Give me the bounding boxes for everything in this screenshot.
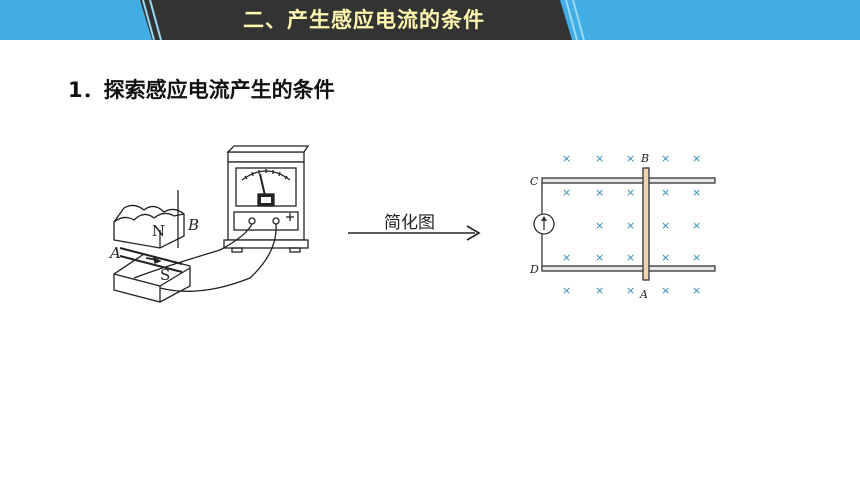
magnet-north [113, 204, 185, 249]
field-mark: × [626, 186, 635, 199]
field-mark: × [626, 284, 635, 297]
field-mark: × [595, 186, 604, 199]
field-mark: × [626, 219, 635, 232]
field-mark: × [626, 152, 635, 165]
meter-arrow [541, 216, 547, 221]
field-mark: × [661, 284, 670, 297]
heading-number: 1． [68, 78, 104, 102]
field-mark: × [661, 152, 670, 165]
label-b: B [187, 216, 199, 234]
field-mark: × [692, 219, 701, 232]
magnet-galvanometer-illustration: N S A B [108, 145, 310, 303]
field-mark: × [692, 186, 701, 199]
magnetic-field: × × × × × × × × × × × × × × × × × × × × … [562, 152, 701, 297]
field-mark: × [595, 219, 604, 232]
label-b: B [640, 152, 649, 165]
label-d: D [529, 263, 539, 276]
conductor-rod-ab [642, 167, 650, 281]
field-mark: × [595, 152, 604, 165]
topic-heading: 1．探索感应电流产生的条件 [68, 74, 335, 104]
conductor-rod [119, 247, 183, 273]
galvanometer [223, 145, 310, 253]
label-c: C [530, 175, 539, 188]
field-mark: × [692, 251, 701, 264]
magnet-south [113, 253, 191, 303]
field-mark: × [562, 186, 571, 199]
field-mark: × [692, 284, 701, 297]
label-a: A [639, 288, 648, 301]
wire-right [159, 223, 277, 292]
field-mark: × [562, 251, 571, 264]
field-mark: × [692, 152, 701, 165]
rail-bottom [541, 265, 716, 272]
field-mark: × [595, 284, 604, 297]
label-n: N [152, 222, 165, 240]
simplified-circuit-diagram: × × × × × × × × × × × × × × × × × × × × … [529, 152, 716, 301]
arrow-head [466, 225, 481, 241]
field-mark: × [661, 219, 670, 232]
simplified-diagram-label: 简化图 [384, 213, 435, 233]
field-mark: × [562, 152, 571, 165]
label-a: A [108, 244, 121, 262]
field-mark: × [595, 251, 604, 264]
field-mark: × [626, 251, 635, 264]
label-s: S [160, 266, 170, 284]
field-mark: × [661, 186, 670, 199]
arrow-graphic [348, 225, 481, 241]
field-mark: × [562, 284, 571, 297]
section-title: 二、产生感应电流的条件 [243, 8, 485, 32]
title-banner-shape [140, 0, 585, 40]
field-mark: × [661, 251, 670, 264]
wire-left [133, 223, 253, 279]
heading-text: 探索感应电流产生的条件 [103, 78, 335, 102]
rail-top [541, 177, 716, 184]
